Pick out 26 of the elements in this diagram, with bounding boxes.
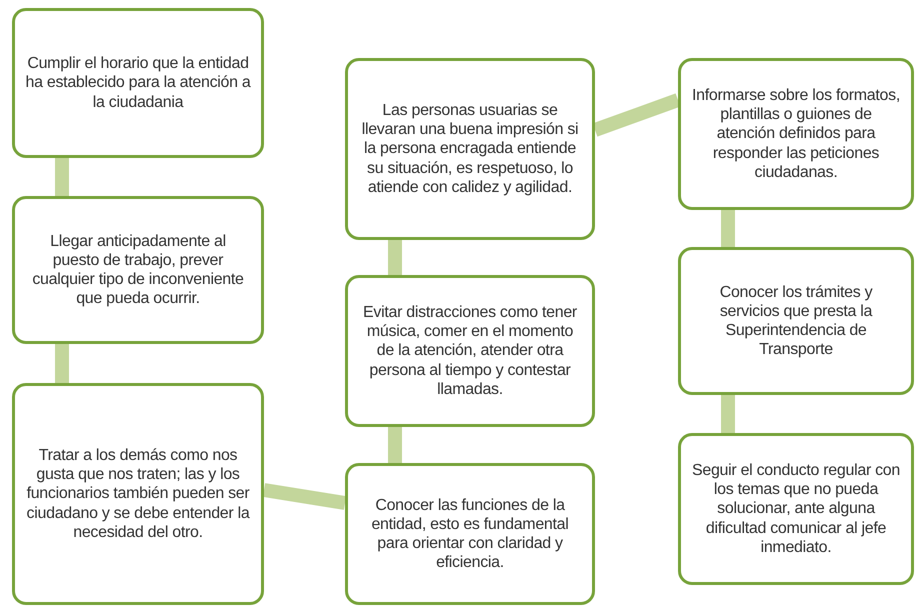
text-box <box>12 8 264 158</box>
box-text: Seguir el conducto regular con los temas que no pueda solucionar, ante alguna dificultad comunicar al jefe inmediato. <box>691 461 901 557</box>
text-box <box>345 463 595 605</box>
box-text: Evitar distracciones como tener música, comer en el momento de la atención, atender otra persona al tiempo y contestar llamadas. <box>362 303 578 399</box>
connector-line <box>388 240 402 275</box>
box-text: Informarse sobre los formatos, plantillas o guiones de atención definidos para responder las peticiones ciudadanas. <box>691 86 901 182</box>
box-text: Las personas usuarias se llevaran una buena impresión si la persona encragada entiende su situación, es respetuoso, lo atiende con calidez y agilidad. <box>360 101 580 197</box>
text-box <box>12 383 264 605</box>
text-box <box>345 275 595 427</box>
text-box <box>345 58 595 240</box>
text-box <box>12 196 264 344</box>
connector-line <box>592 93 680 137</box>
connector-line <box>721 210 735 247</box>
box-text: Llegar anticipadamente al puesto de trabajo, prever cualquier tipo de inconveniente que pueda ocurrir. <box>31 232 245 308</box>
text-box <box>678 58 914 210</box>
box-text: Conocer los trámites y servicios que presta la Superintendencia de Transporte <box>718 282 874 360</box>
box-text: Cumplir el horario que la entidad ha establecido para la atención a la ciudadania <box>25 54 251 112</box>
box-text: Tratar a los demás como nos gusta que nos traten; las y los funcionarios también pueden ser ciudadano y se debe entender la necesidad del otro. <box>26 446 251 542</box>
connector-line <box>721 395 735 433</box>
connector-line <box>388 427 402 463</box>
connector-line <box>55 158 69 196</box>
box-text: Conocer las funciones de la entidad, esto es fundamental para orientar con claridad y eficiencia. <box>370 496 570 572</box>
connector-line <box>262 483 346 510</box>
connector-line <box>55 344 69 383</box>
text-box <box>678 433 914 585</box>
text-box <box>678 247 914 395</box>
